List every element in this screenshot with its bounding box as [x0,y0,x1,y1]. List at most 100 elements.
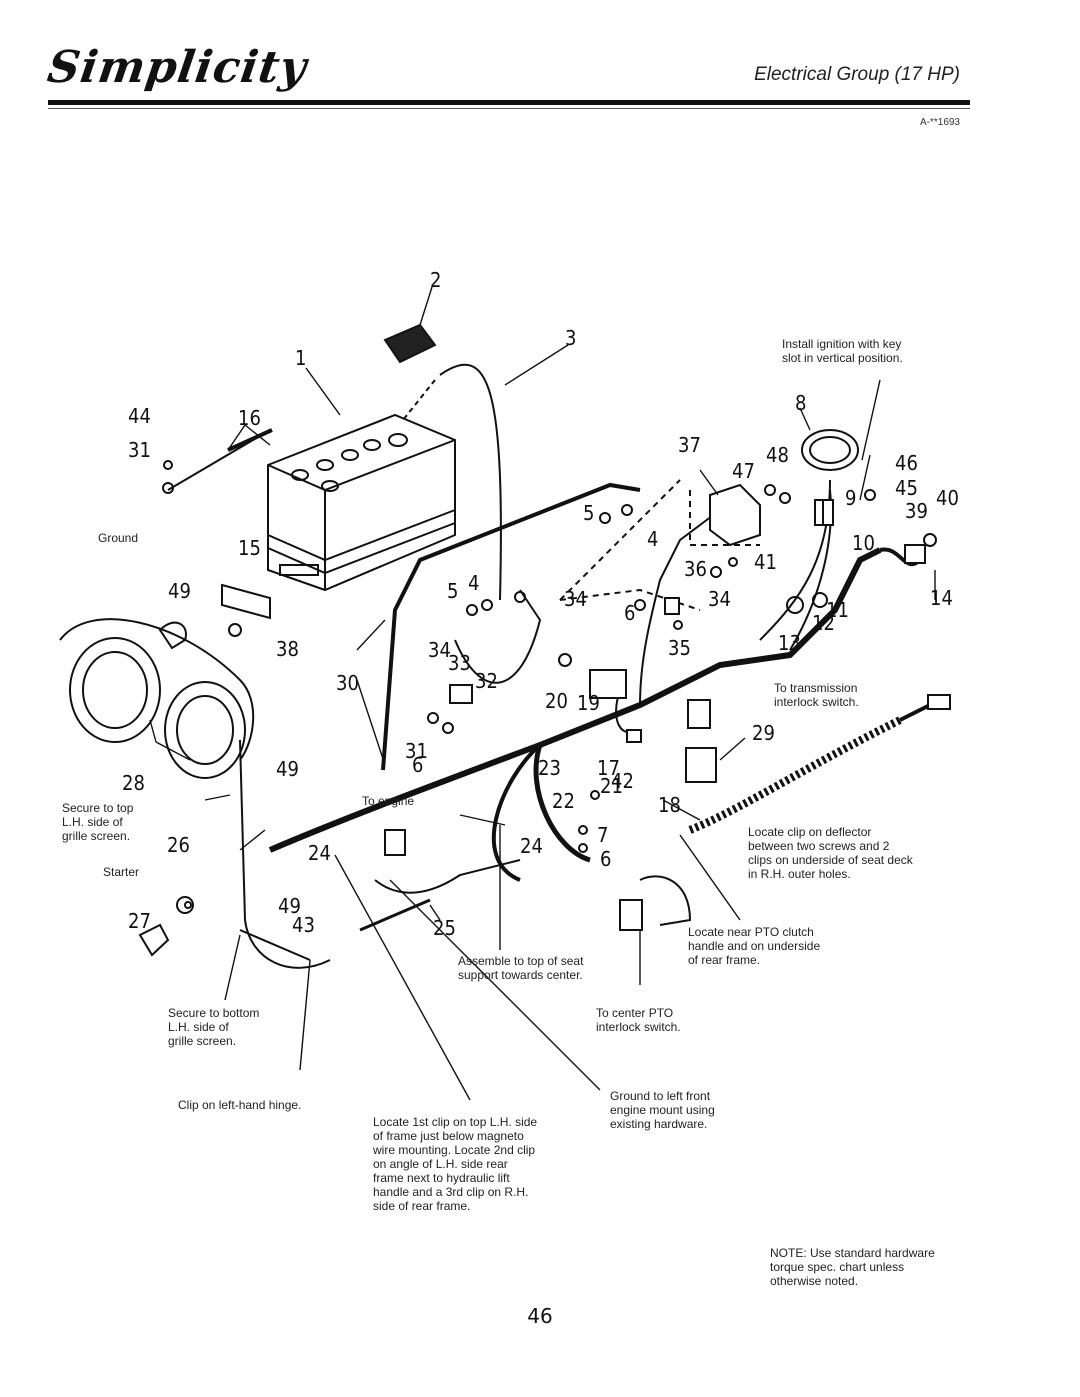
part-label-26: 26 [167,833,190,857]
part-label-24: 24 [520,834,543,858]
note-line: handle and on underside [688,939,820,953]
note-line: torque spec. chart unless [770,1260,904,1274]
note-line: Locate 1st clip on top L.H. side [373,1115,537,1129]
part-label-6: 6 [412,753,423,777]
part-label-33: 33 [448,651,471,675]
part-label-14: 14 [930,586,953,610]
part-label: 2 [430,268,441,292]
header-rule [48,100,970,105]
part-label-47: 47 [732,459,755,483]
headlight-left [69,637,161,743]
note-line: Ground to left front [610,1089,711,1103]
part-label-49: 49 [168,579,191,603]
part-label-5: 5 [447,579,458,603]
part-label-28: 28 [122,771,145,795]
note-line: L.H. side of [168,1020,229,1034]
note-line: Starter [103,865,139,879]
note-line: between two screws and 2 [748,839,890,853]
note-line: grille screen. [62,829,130,843]
note-line: otherwise noted. [770,1274,858,1288]
note-line: frame next to hydraulic lift [373,1171,510,1185]
ignition-switch [709,483,761,547]
note-line: of rear frame. [688,953,760,967]
part-label-6: 6 [624,601,635,625]
part-label-41: 41 [754,550,777,574]
part-label-24: 24 [308,841,331,865]
part-label-29: 29 [752,721,775,745]
part-label-20: 20 [545,689,568,713]
note-line: of frame just below magneto [373,1129,524,1143]
part-label-44: 44 [128,404,151,428]
note-line: Install ignition with key [782,337,901,351]
note-line: interlock switch. [596,1020,681,1034]
note-hinge: Clip on left-hand hinge. [178,1098,301,1112]
part-label-37: 37 [678,433,701,457]
part-label-10: 10 [852,531,875,555]
diagram-art [59,286,951,1101]
note-line: Secure to top [62,801,134,815]
bracket-15 [221,583,271,620]
note-line: slot in vertical position. [782,351,903,365]
part-label-16: 16 [238,406,261,430]
part-label-6: 6 [600,847,611,871]
part-label-46: 46 [895,451,918,475]
note-line: interlock switch. [774,695,859,709]
part-label-4: 4 [647,527,658,551]
part-label-35: 35 [668,636,691,660]
part-label-38: 38 [276,637,299,661]
note-line: handle and a 3rd clip on R.H. [373,1185,528,1199]
part-label-23: 23 [538,756,561,780]
note-line: Clip on left-hand hinge. [178,1098,301,1112]
note-line: NOTE: Use standard hardware [770,1246,935,1260]
part-label-13: 13 [778,631,801,655]
note-line: clips on underside of seat deck [748,853,914,867]
part-label-4: 4 [468,571,479,595]
note-line: Assemble to top of seat [458,954,584,968]
part-label-49: 49 [278,894,301,918]
part-label-31: 31 [405,739,428,763]
note-line: side of rear frame. [373,1199,470,1213]
battery-illustration [267,413,456,592]
note-line: To center PTO [596,1006,673,1020]
part-label-34: 34 [564,587,587,611]
part-label-19: 19 [577,691,600,715]
part-label-17: 17 [597,756,620,780]
note-starter: Starter [103,865,139,879]
part-label-25: 25 [433,916,456,940]
part-label-12: 12 [812,611,835,635]
part-label-40: 40 [936,486,959,510]
note-line: Locate near PTO clutch [688,925,814,939]
note-line: existing hardware. [610,1117,707,1131]
part-label-18: 18 [658,793,681,817]
part-label-15: 15 [238,536,261,560]
note-line: Ground [98,531,138,545]
note-line: in R.H. outer holes. [748,867,851,881]
part-label-34: 34 [708,587,731,611]
part-label-32: 32 [475,669,498,693]
terminal-cover [383,323,437,364]
part-label-48: 48 [766,443,789,467]
note-line: Secure to bottom [168,1006,259,1020]
note-line: To transmission [774,681,857,695]
page-number: 46 [527,1304,553,1328]
header-rule-thin [48,108,970,109]
harness-main [268,547,882,853]
part-label-22: 22 [552,789,575,813]
note-line: wire mounting. Locate 2nd clip [372,1143,535,1157]
note-line: L.H. side of [62,815,123,829]
part-label-8: 8 [795,391,806,415]
part-label-21: 21 [600,774,623,798]
part-label-7: 7 [597,823,608,847]
note-line: Locate clip on deflector [748,825,871,839]
part-label: 1 [295,346,306,370]
